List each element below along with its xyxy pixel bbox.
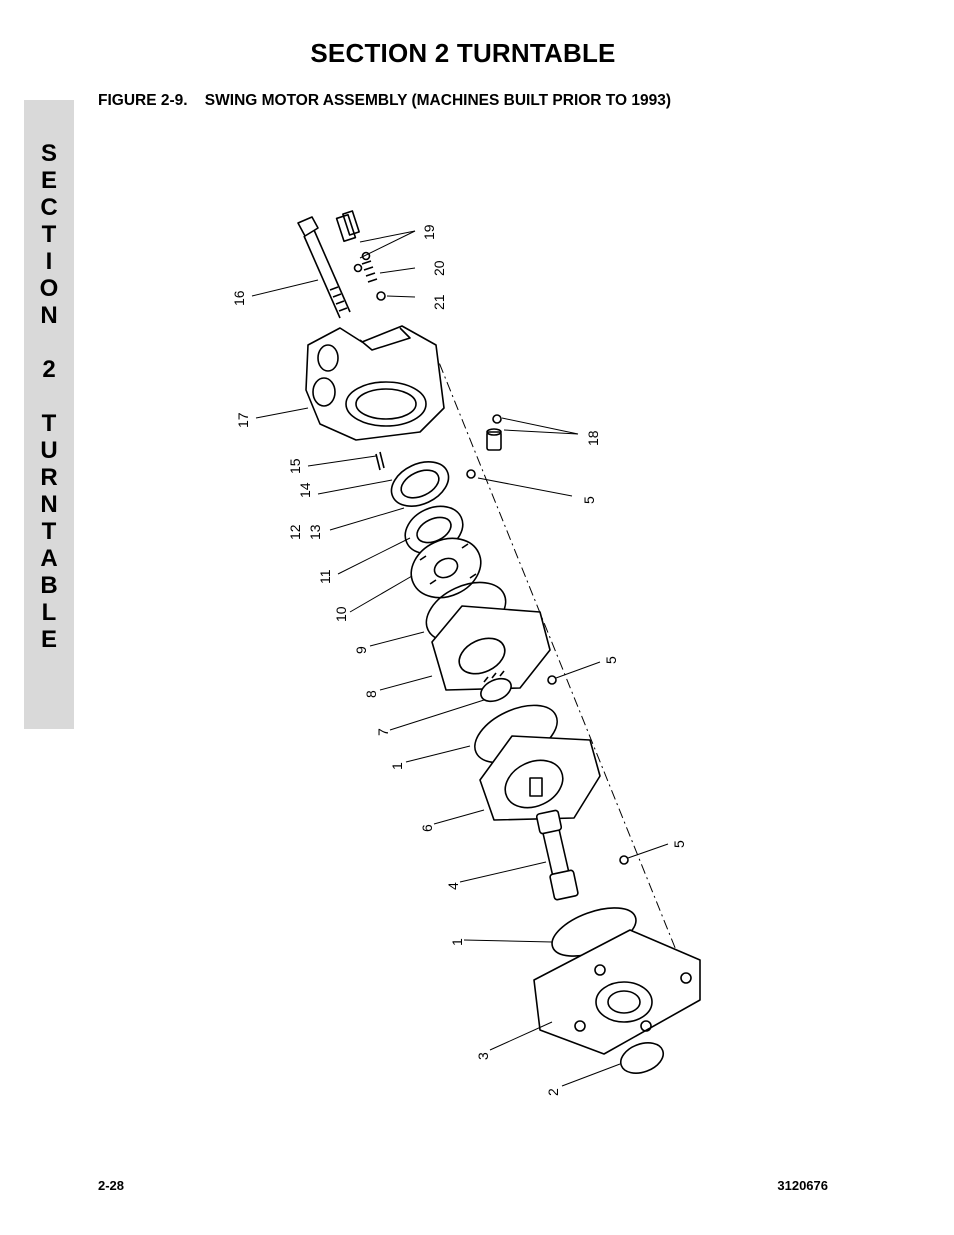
o-ring-small-part	[466, 469, 476, 479]
callout-label: 6	[419, 824, 435, 832]
side-tab-letter: T	[41, 410, 57, 437]
valve-housing-part	[305, 325, 445, 441]
callout-label: 1	[389, 762, 405, 770]
callout-label: 7	[375, 728, 391, 736]
plug-part	[486, 414, 502, 451]
side-tab-letter: C	[40, 194, 58, 221]
callout-label: 11	[317, 569, 333, 584]
callout-label: 4	[445, 882, 461, 890]
gerotor-part	[479, 735, 601, 821]
callout-label: 15	[287, 458, 303, 474]
balance-plate-part	[390, 461, 450, 507]
callout-label: 20	[431, 260, 447, 276]
callout-label: 17	[235, 412, 251, 428]
callout-label: 9	[353, 646, 369, 654]
callout-label: 14	[297, 482, 313, 498]
page-number: 2-28	[98, 1178, 125, 1193]
callout-label: 8	[363, 690, 379, 698]
callout-label: 1	[449, 938, 465, 946]
o-ring-small-part	[619, 855, 629, 865]
callout-labels: 16 19 20 21 17 18 15 14 12 13 5 11 10 9 …	[231, 224, 687, 1096]
side-tab-letter: A	[40, 545, 58, 572]
callout-label: 5	[671, 840, 687, 848]
figure-caption: FIGURE 2-9. SWING MOTOR ASSEMBLY (MACHIN…	[98, 92, 672, 109]
callout-label: 12	[287, 524, 303, 540]
callout-label: 21	[431, 294, 447, 310]
callout-label: 10	[333, 606, 349, 622]
page-title: SECTION 2 TURNTABLE	[310, 38, 616, 68]
side-tab-letter: E	[40, 167, 57, 194]
side-tab-letter: N	[40, 302, 58, 329]
o-ring-bottom-part	[619, 1042, 665, 1074]
side-tab-letter: L	[41, 599, 57, 626]
end-cap-housing-part	[533, 929, 701, 1055]
drive-shaft-part	[535, 809, 579, 901]
side-tab-letter: B	[40, 572, 58, 599]
leader-lines	[251, 230, 669, 1087]
callout-label: 16	[231, 290, 247, 306]
callout-label: 2	[545, 1088, 561, 1096]
side-tab-letter: O	[39, 275, 59, 302]
side-tab-letter: E	[40, 626, 57, 653]
callout-label: 3	[475, 1052, 491, 1060]
commutator-part	[410, 537, 482, 599]
side-tab-letter: N	[40, 491, 58, 518]
callout-label: 5	[603, 656, 619, 664]
side-tab-letter: U	[40, 437, 58, 464]
callout-label: 18	[585, 430, 601, 446]
callout-label: 13	[307, 524, 323, 540]
relief-valve-part	[335, 210, 386, 301]
side-tab-letter: S	[40, 140, 57, 167]
pin-part	[375, 451, 385, 471]
side-tab-letter: 2	[42, 356, 56, 383]
drive-gear-part	[480, 670, 512, 703]
bolt-part	[297, 216, 351, 319]
o-ring-small-part	[547, 675, 557, 685]
callout-label: 5	[581, 496, 597, 504]
side-tab-letter: T	[41, 518, 57, 545]
document-number: 3120676	[777, 1178, 828, 1193]
side-tab-letter: R	[40, 464, 58, 491]
side-tab-letter: T	[41, 221, 57, 248]
callout-label: 19	[421, 224, 437, 240]
spacer-plate-part	[431, 605, 551, 691]
side-tab-letter: I	[45, 248, 53, 275]
